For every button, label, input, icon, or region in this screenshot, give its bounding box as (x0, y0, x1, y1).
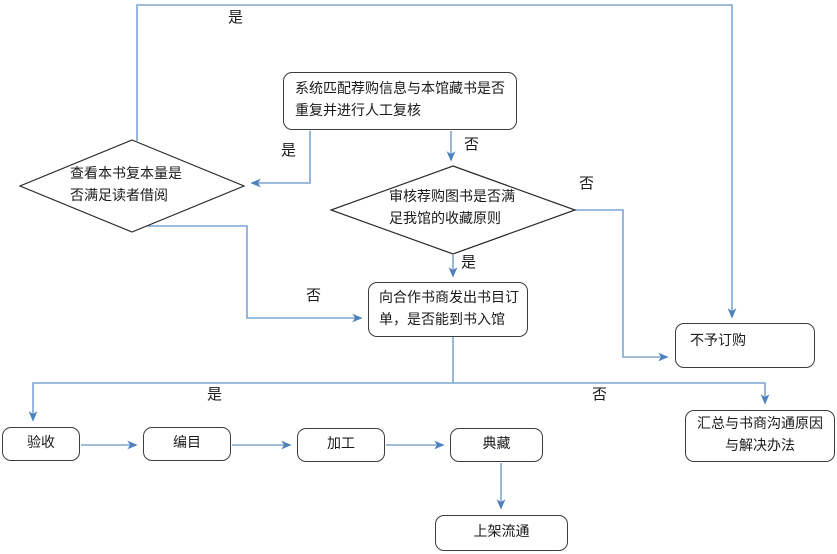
edge-match-yes-to-copies (250, 131, 311, 188)
label-yes-top: 是 (228, 10, 244, 26)
node-no-purchase: 不予订购 (675, 323, 815, 368)
edge-junction-no-to-summary (453, 382, 770, 405)
label-yes-junction: 是 (207, 387, 223, 403)
node-archive: 典藏 (450, 428, 543, 462)
node-send-order: 向合作书商发出书目订单，是否能到书入馆 (368, 282, 528, 337)
label-no-junction: 否 (592, 387, 608, 403)
label-yes-review: 是 (461, 255, 477, 271)
edge-copies-no-to-order (131, 225, 363, 323)
node-match-check: 系统匹配荐购信息与本馆藏书是否重复并进行人工复核 (283, 72, 517, 130)
edge-copies-yes-to-no-order (136, 4, 737, 319)
label-no-copies: 否 (306, 288, 322, 304)
label-no-match: 否 (464, 137, 480, 153)
label-yes-match: 是 (281, 143, 297, 159)
label-no-review: 否 (579, 176, 595, 192)
node-process: 加工 (297, 428, 385, 462)
node-shelve: 上架流通 (435, 515, 568, 551)
edge-junction-yes-to-accept (28, 382, 453, 422)
edge-review-no-to-no-order (575, 209, 669, 362)
decision-review-diamond (329, 165, 577, 255)
node-summary: 汇总与书商沟通原因与解决办法 (685, 410, 835, 462)
node-catalog: 编目 (143, 427, 231, 461)
decision-copies-label: 查看本书复本量是否满足读者借阅 (70, 167, 182, 204)
decision-review-label: 审核荐购图书是否满足我馆的收藏原则 (389, 190, 515, 227)
node-accept: 验收 (2, 427, 80, 461)
decision-copies-diamond (18, 139, 246, 233)
